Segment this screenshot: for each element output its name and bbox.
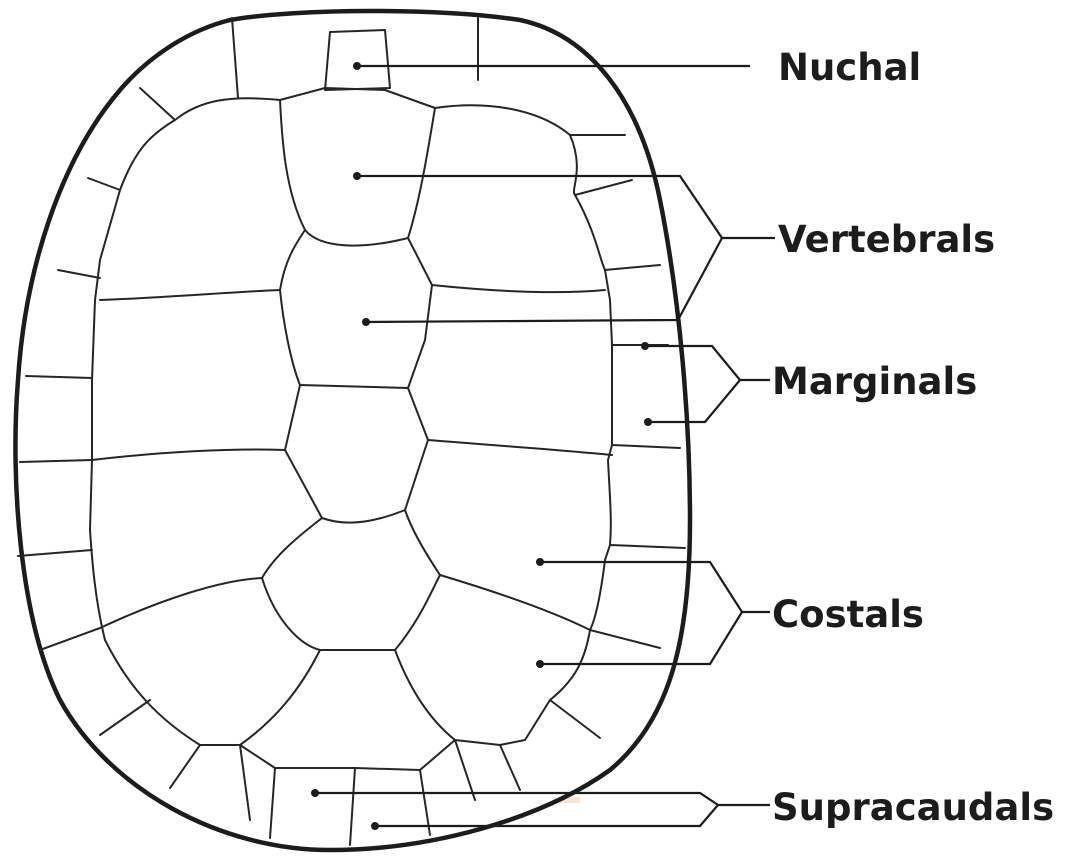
label-vertebrals: Vertebrals	[778, 218, 995, 261]
label-marginals: Marginals	[772, 360, 977, 403]
label-supracaudals: Supracaudals	[772, 786, 1054, 829]
label-nuchal: Nuchal	[778, 46, 921, 89]
label-costals: Costals	[772, 593, 924, 636]
